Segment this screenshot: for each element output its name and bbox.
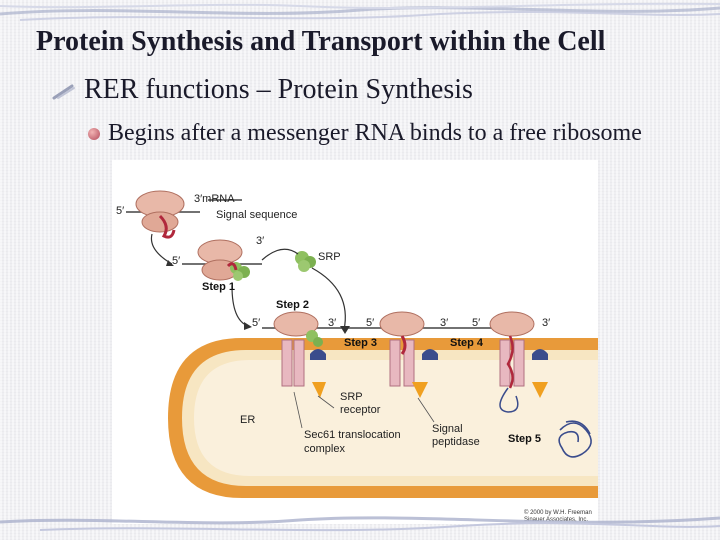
- bottom-brush-decoration: [0, 516, 720, 532]
- label-step5: Step 5: [508, 433, 541, 445]
- label-step4: Step 4: [450, 337, 484, 349]
- label-er: ER: [240, 414, 255, 426]
- label-srp-receptor-2: receptor: [340, 404, 381, 416]
- bullet-level2-text: Begins after a messenger RNA binds to a …: [108, 120, 642, 146]
- srp-receptor-shape: [312, 382, 326, 398]
- label-3prime-step1: 3′: [256, 235, 264, 247]
- dot-bullet-icon: [88, 128, 100, 140]
- label-3prime-step2: 3′: [328, 317, 336, 329]
- label-signal-peptidase-1: Signal: [432, 423, 463, 435]
- label-signal-sequence: Signal sequence: [216, 209, 297, 221]
- translocon-2: [379, 311, 438, 387]
- copyright-line-1: © 2000 by W.H. Freeman: [524, 509, 592, 516]
- protein-synthesis-figure: 5′ 3′mRNA Signal sequence 5′ 3′ SRP Step…: [112, 160, 598, 524]
- label-3prime-mrna: 3′mRNA: [194, 193, 235, 205]
- label-srp: SRP: [318, 251, 341, 263]
- label-3prime-step4: 3′: [542, 317, 550, 329]
- label-signal-peptidase-2: peptidase: [432, 436, 480, 448]
- bullet-level1-text: RER functions – Protein Synthesis: [84, 74, 473, 105]
- label-3prime-step3: 3′: [440, 317, 448, 329]
- brush-bullet-icon: [52, 84, 75, 100]
- translocon-1: [273, 311, 326, 387]
- label-srp-receptor-1: SRP: [340, 391, 363, 403]
- label-sec61-2: complex: [304, 443, 345, 455]
- label-step2: Step 2: [276, 299, 309, 311]
- ribosome-srp-step1: [197, 239, 250, 281]
- label-step1: Step 1: [202, 281, 235, 293]
- translocon-3: [489, 311, 548, 413]
- label-5prime-step1: 5′: [172, 255, 180, 267]
- figure-svg: 5′ 3′mRNA Signal sequence 5′ 3′ SRP Step…: [116, 190, 598, 523]
- label-5prime-step3: 5′: [366, 317, 374, 329]
- label-5prime-step4: 5′: [472, 317, 480, 329]
- label-sec61-1: Sec61 translocation: [304, 429, 401, 441]
- srp-particle: [295, 251, 316, 272]
- label-5prime-top: 5′: [116, 205, 124, 217]
- slide-title: Protein Synthesis and Transport within t…: [36, 26, 606, 57]
- top-brush-decoration: [0, 2, 720, 21]
- ribosome-top: [135, 190, 185, 239]
- bullet-level2: Begins after a messenger RNA binds to a …: [88, 118, 688, 148]
- copyright-line-2: Sinauer Associates, Inc.: [524, 517, 588, 523]
- label-5prime-step2: 5′: [252, 317, 260, 329]
- label-step3: Step 3: [344, 337, 377, 349]
- folded-protein: [558, 420, 592, 458]
